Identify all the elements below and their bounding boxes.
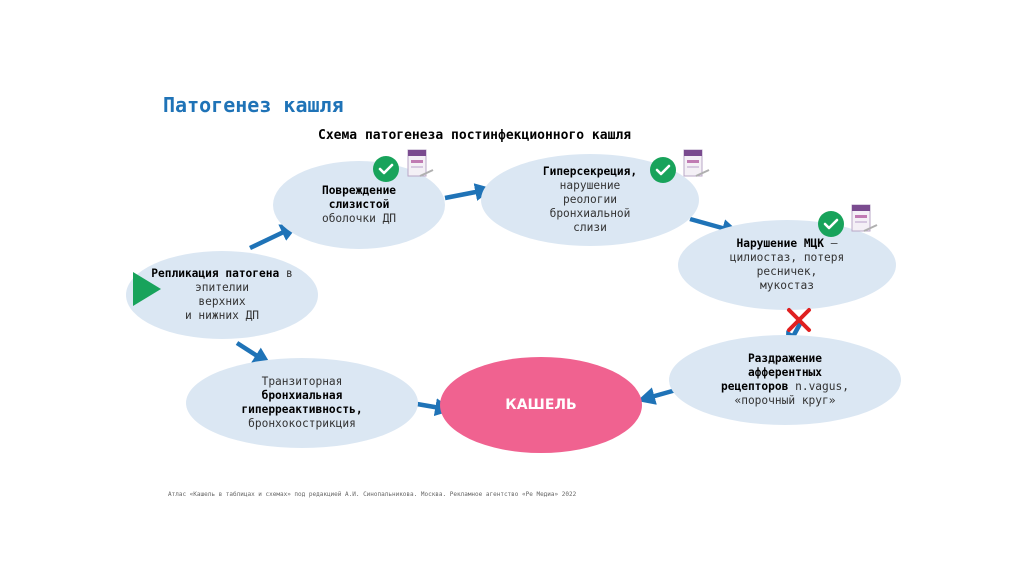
transient-text-4: бронхокострикция: [248, 417, 356, 430]
hypersecretion-text-2: реологии: [563, 193, 617, 206]
irritation-text-4: «порочный круг»: [734, 394, 836, 407]
hypersecretion-text-3: бронхиальной: [549, 207, 631, 220]
diagram-subtitle: Схема патогенеза постинфекционного кашля: [318, 128, 632, 143]
check-icon: [373, 156, 399, 182]
slide-title: Патогенез кашля: [163, 93, 344, 117]
source-footnote: Атлас «Кашель в таблицах и схемах» под р…: [168, 491, 577, 498]
node-transient-hyperreactivity: Транзиторная бронхиальная гиперреактивно…: [186, 358, 418, 448]
replication-text-2: эпителии: [195, 281, 249, 294]
node-hypersecretion: Гиперсекреция, нарушение реологии бронхи…: [481, 154, 699, 246]
transient-bold-2: бронхиальная: [261, 389, 343, 402]
replication-bold-text: Репликация патогена: [151, 267, 280, 280]
node-afferent-irritation: Раздражение афферентных рецепторов n.vag…: [669, 335, 901, 425]
transient-bold-3: гиперреактивность,: [241, 403, 363, 416]
mcc-text-1: цилиостаз, потеря: [729, 251, 845, 264]
hypersecretion-bold: Гиперсекреция,: [542, 165, 638, 178]
irritation-bold-2: афферентных: [747, 366, 823, 379]
cough-label: КАШЕЛЬ: [505, 397, 577, 413]
irritation-bold-3: рецепторов: [721, 380, 789, 393]
hypersecretion-text-4: слизи: [573, 221, 607, 234]
replication-text-4: и нижних ДП: [184, 309, 260, 322]
arrow-damage-to-hypersecretion: [444, 183, 494, 201]
cross-icon: [787, 308, 811, 332]
play-triangle-icon: [133, 272, 161, 306]
damage-text: оболочки ДП: [321, 212, 397, 225]
medicine-pack-icon: [683, 149, 710, 177]
replication-text-1: в: [279, 267, 293, 280]
replication-text-3: верхних: [198, 295, 246, 308]
mcc-text-3: мукостаз: [760, 279, 814, 292]
mcc-dash: –: [824, 237, 838, 250]
mcc-bold: Нарушение МЦК: [736, 237, 825, 250]
medicine-pack-icon: [407, 149, 434, 177]
mcc-text-2: ресничек,: [756, 265, 818, 278]
arrow-replication-to-damage: [249, 224, 299, 251]
irritation-text-3: n.vagus,: [788, 380, 849, 393]
check-icon: [818, 211, 844, 237]
damage-bold-2: слизистой: [328, 198, 390, 211]
medicine-pack-icon: [851, 204, 878, 232]
node-mcc-disorder: Нарушение МЦК – цилиостаз, потеря реснич…: [678, 220, 896, 310]
hypersecretion-text-1: нарушение: [559, 179, 621, 192]
arrow-replication-to-transient: [235, 341, 272, 365]
node-replication: Репликация патогена в эпителии верхних и…: [126, 251, 318, 339]
transient-text-1: Транзиторная: [261, 375, 343, 388]
irritation-bold-1: Раздражение: [747, 352, 823, 365]
node-cough: КАШЕЛЬ: [440, 357, 642, 453]
arrow-irritation-to-cough: [637, 387, 677, 405]
damage-bold-1: Повреждение: [321, 184, 397, 197]
check-icon: [650, 157, 676, 183]
